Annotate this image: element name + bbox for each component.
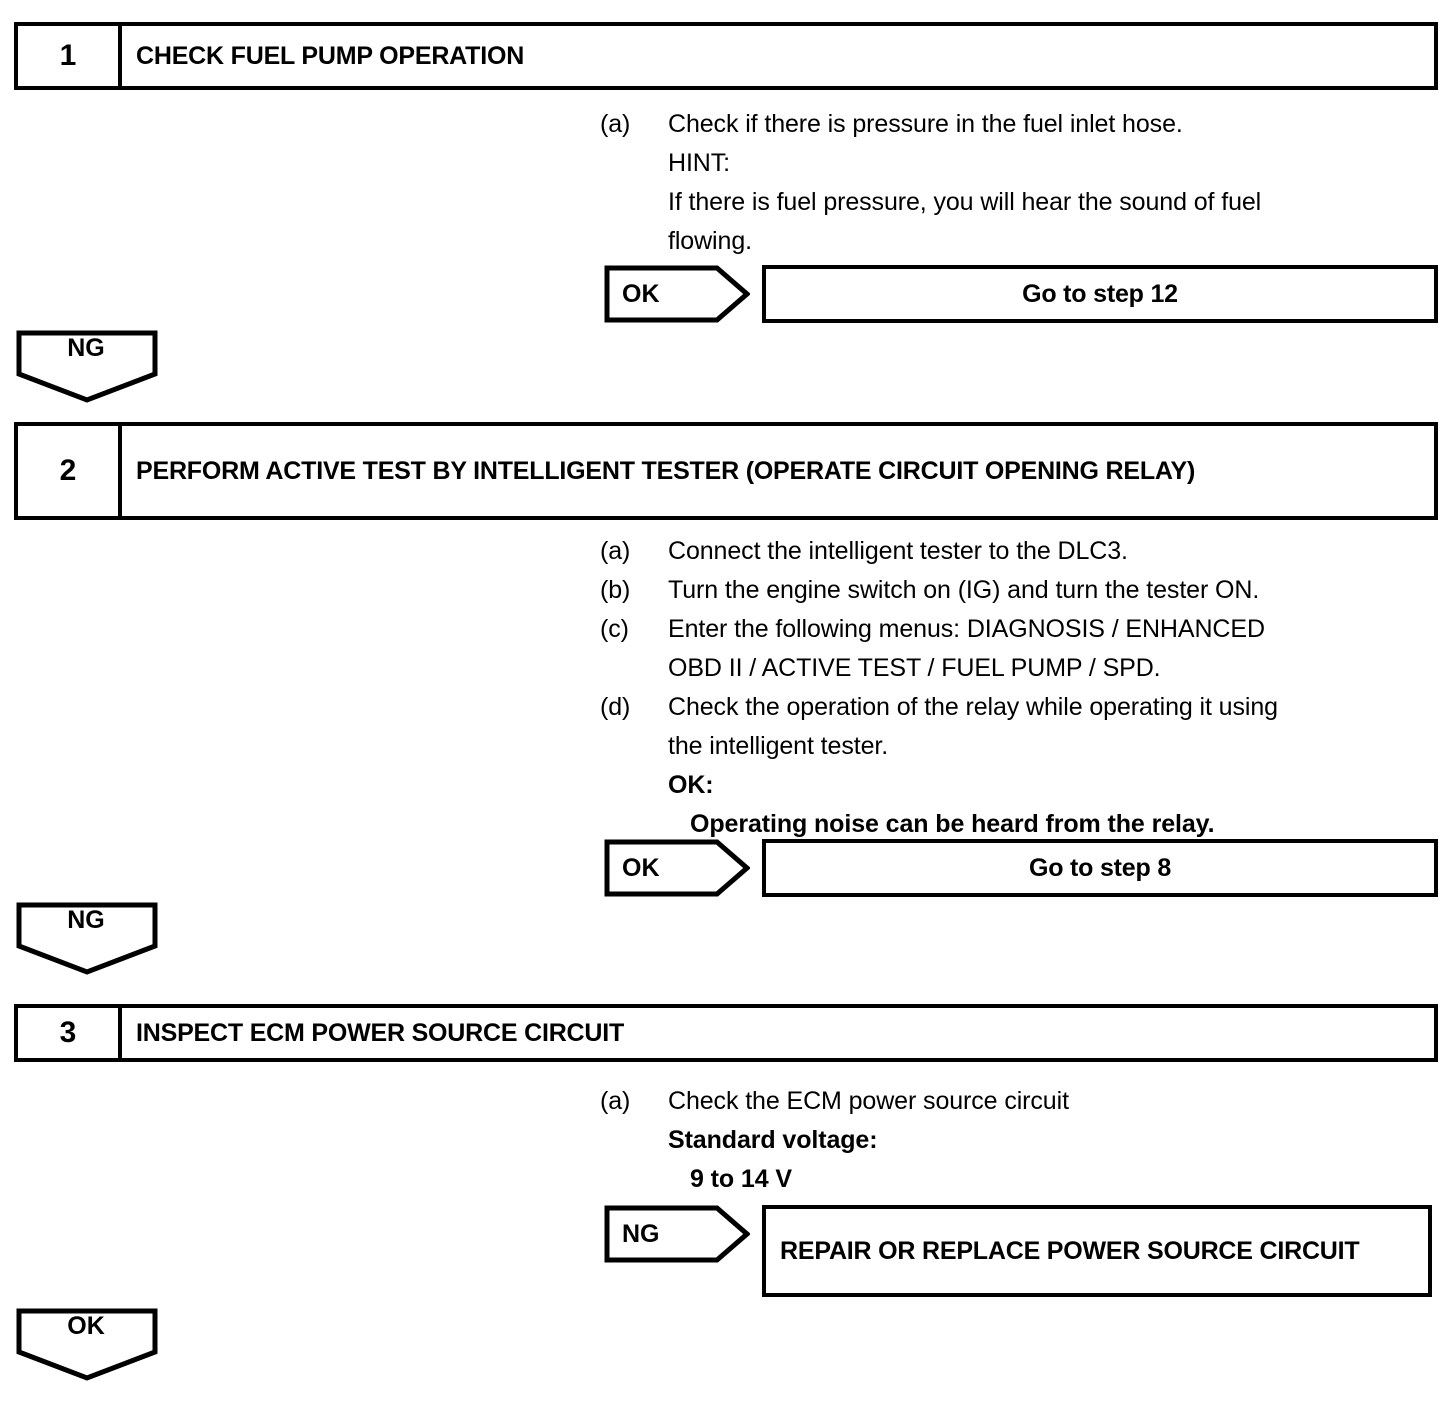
step-number-1: 1 [18,26,122,86]
instruction-label: (d) [600,693,631,721]
instruction-item: (b) Turn the engine switch on (IG) and t… [600,571,1440,610]
instruction-line: Check the ECM power source circuit [668,1087,1069,1115]
result-target-box-3[interactable]: REPAIR OR REPLACE POWER SOURCE CIRCUIT [762,1205,1432,1297]
right-pointing-pentagon-icon [604,839,750,897]
step-header-3: 3 INSPECT ECM POWER SOURCE CIRCUIT [14,1004,1438,1062]
instruction-item: (a) Connect the intelligent tester to th… [600,532,1440,571]
instruction-line: Enter the following menus: DIAGNOSIS / E… [668,615,1265,643]
instruction-item: (c) Enter the following menus: DIAGNOSIS… [600,610,1440,688]
step-title-2: PERFORM ACTIVE TEST BY INTELLIGENT TESTE… [136,456,1196,485]
flow-marker-ng-1: NG [16,330,166,406]
step-instructions-2: (a) Connect the intelligent tester to th… [600,532,1440,844]
instruction-text: Connect the intelligent tester to the DL… [668,532,1440,571]
instruction-line: HINT: [668,149,731,177]
result-branch-2: OK Go to step 8 [604,839,1438,897]
instruction-text: Check if there is pressure in the fuel i… [668,105,1440,261]
instruction-text: Check the ECM power source circuit Stand… [668,1082,1440,1199]
instruction-line: If there is fuel pressure, you will hear… [668,188,1262,216]
instruction-line: OBD II / ACTIVE TEST / FUEL PUMP / SPD. [668,654,1161,682]
result-tag-label: OK [622,279,660,308]
result-branch-3: NG REPAIR OR REPLACE POWER SOURCE CIRCUI… [604,1205,1432,1297]
step-header-1: 1 CHECK FUEL PUMP OPERATION [14,22,1438,90]
result-target-box-1[interactable]: Go to step 12 [762,265,1438,323]
step-title-1: CHECK FUEL PUMP OPERATION [136,41,525,70]
instruction-label: (b) [600,576,631,604]
instruction-label: (a) [600,537,631,565]
step-number-2: 2 [18,426,122,516]
instruction-ok-label: OK: [668,771,714,799]
step-header-2: 2 PERFORM ACTIVE TEST BY INTELLIGENT TES… [14,422,1438,520]
result-tag-ng: NG [604,1205,750,1263]
instruction-text: Enter the following menus: DIAGNOSIS / E… [668,610,1440,688]
flow-marker-label: NG [67,334,105,362]
flow-marker-ok-3: OK [16,1308,166,1384]
down-pointing-pentagon-icon [16,330,158,403]
instruction-line: Check if there is pressure in the fuel i… [668,110,1183,138]
step-instructions-3: (a) Check the ECM power source circuit S… [600,1082,1440,1199]
right-pointing-pentagon-icon [604,265,750,323]
flow-marker-label: NG [67,906,105,934]
instruction-ok-criteria: Operating noise can be heard from the re… [690,810,1215,838]
instruction-item: (a) Check if there is pressure in the fu… [600,105,1440,261]
result-tag-ok: OK [604,839,750,897]
right-pointing-pentagon-icon [604,1205,750,1263]
result-target-box-2[interactable]: Go to step 8 [762,839,1438,897]
result-tag-ok: OK [604,265,750,323]
result-branch-1: OK Go to step 12 [604,265,1438,323]
flow-marker-label: OK [67,1312,105,1340]
instruction-line: Turn the engine switch on (IG) and turn … [668,576,1260,604]
instruction-line: Connect the intelligent tester to the DL… [668,537,1128,565]
instruction-line: Check the operation of the relay while o… [668,693,1278,721]
instruction-item: (d) Check the operation of the relay whi… [600,688,1440,844]
instruction-item: (a) Check the ECM power source circuit S… [600,1082,1440,1199]
step-instructions-1: (a) Check if there is pressure in the fu… [600,105,1440,261]
standard-voltage-label: Standard voltage: [668,1126,878,1154]
step-number-3: 3 [18,1008,122,1058]
instruction-text: Check the operation of the relay while o… [668,688,1440,844]
step-title-3: INSPECT ECM POWER SOURCE CIRCUIT [136,1018,625,1047]
instruction-text: Turn the engine switch on (IG) and turn … [668,571,1440,610]
down-pointing-pentagon-icon [16,1308,158,1381]
flow-marker-ng-2: NG [16,902,166,978]
result-tag-label: OK [622,853,660,882]
result-tag-label: NG [622,1219,660,1248]
instruction-label: (a) [600,110,631,138]
down-pointing-pentagon-icon [16,902,158,975]
instruction-label: (a) [600,1087,631,1115]
instruction-label: (c) [600,615,629,643]
standard-voltage-value: 9 to 14 V [690,1165,792,1193]
instruction-line: flowing. [668,227,752,255]
instruction-line: the intelligent tester. [668,732,889,760]
